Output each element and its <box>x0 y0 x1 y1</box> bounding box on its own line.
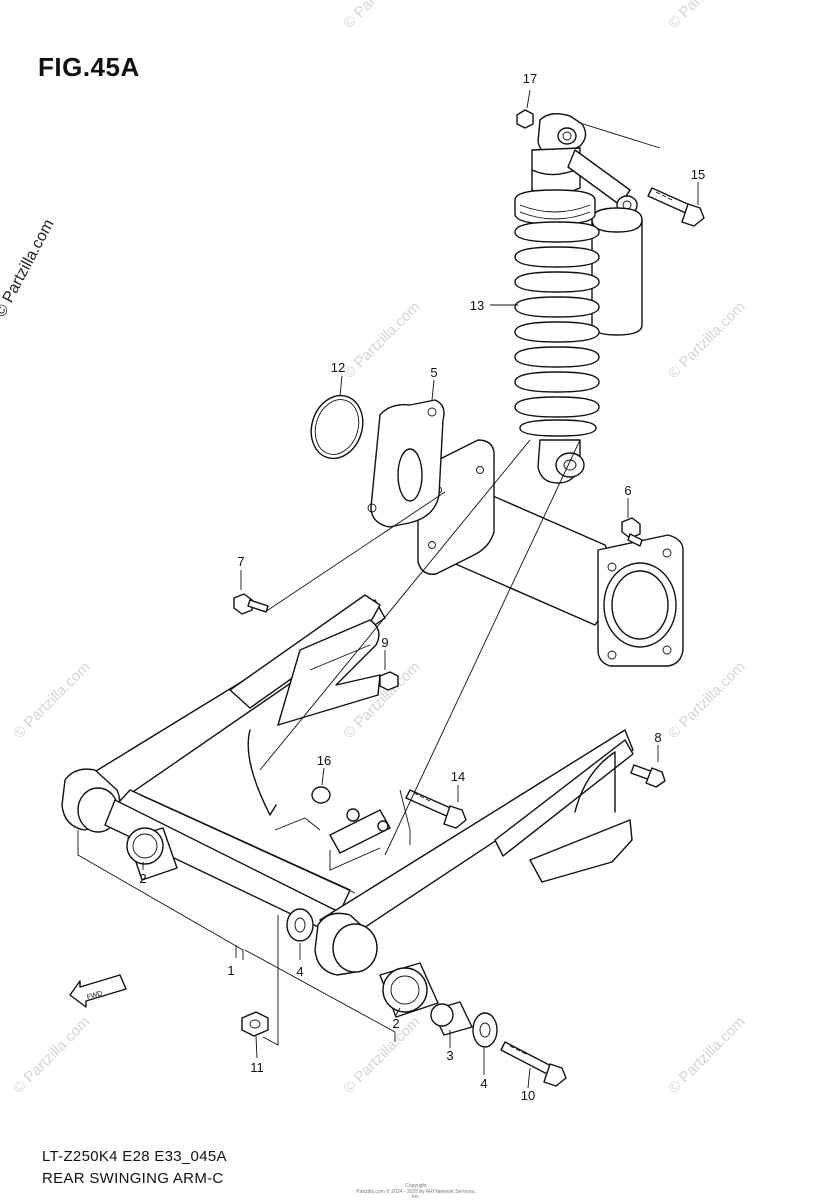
bolt-7[interactable] <box>233 593 269 615</box>
bolt-6[interactable] <box>621 517 643 547</box>
callout-11: 11 <box>250 1060 264 1075</box>
callout-labels: 1 2 2 3 4 4 5 6 7 8 9 10 11 12 13 14 15 … <box>139 71 705 1103</box>
nut-11[interactable] <box>241 1011 269 1037</box>
shock-spring <box>514 221 600 437</box>
callout-2: 2 <box>139 871 146 886</box>
leader-lines <box>77 89 699 1089</box>
bolt-14[interactable] <box>405 789 467 829</box>
model-code: LT-Z250K4 E28 E33_045A <box>42 1148 227 1165</box>
bolt-8[interactable] <box>630 764 666 788</box>
callout-1: 1 <box>227 963 234 978</box>
swinging-arm[interactable] <box>61 594 634 976</box>
nut-9[interactable] <box>379 671 399 691</box>
callout-17: 17 <box>523 71 537 86</box>
fwd-label: FWD <box>86 990 103 1001</box>
figure-label: FIG.45A <box>38 52 140 82</box>
copyright-notice: Copyright Partzilla.com © 2024 - 2025 by… <box>356 1183 476 1201</box>
diagram-title: REAR SWINGING ARM-C <box>42 1170 224 1187</box>
copyright-line: Copyright <box>405 1183 427 1189</box>
callout-7: 7 <box>237 554 244 569</box>
callout-8: 8 <box>654 730 661 745</box>
callout-14: 14 <box>451 769 465 784</box>
rear-shock-absorber[interactable] <box>514 113 643 484</box>
callout-4: 4 <box>480 1076 487 1091</box>
callout-3: 3 <box>446 1048 453 1063</box>
o-ring[interactable] <box>303 389 370 465</box>
callout-15: 15 <box>691 167 705 182</box>
nut-16[interactable] <box>311 786 331 804</box>
copyright-line: Partzilla.com © 2024 - 2025 by ARI Netwo… <box>356 1188 476 1200</box>
spacer[interactable] <box>430 1001 473 1036</box>
callout-10: 10 <box>521 1088 535 1103</box>
bearing-holder[interactable] <box>367 399 445 528</box>
washer-left[interactable] <box>286 908 314 942</box>
callout-6: 6 <box>624 483 631 498</box>
callout-4: 4 <box>296 964 303 979</box>
callout-16: 16 <box>317 753 331 768</box>
bolt-15[interactable] <box>647 187 705 227</box>
callout-13: 13 <box>470 298 484 313</box>
callout-12: 12 <box>331 360 345 375</box>
bolt-10[interactable] <box>500 1041 567 1087</box>
nut-17[interactable] <box>516 109 534 129</box>
callout-2: 2 <box>392 1016 399 1031</box>
washer-right[interactable] <box>472 1012 498 1048</box>
bearing-left[interactable] <box>126 827 178 881</box>
fwd-arrow: FWD <box>69 974 127 1008</box>
bearing-right[interactable] <box>379 962 439 1018</box>
callout-5: 5 <box>430 365 437 380</box>
callout-9: 9 <box>381 635 388 650</box>
